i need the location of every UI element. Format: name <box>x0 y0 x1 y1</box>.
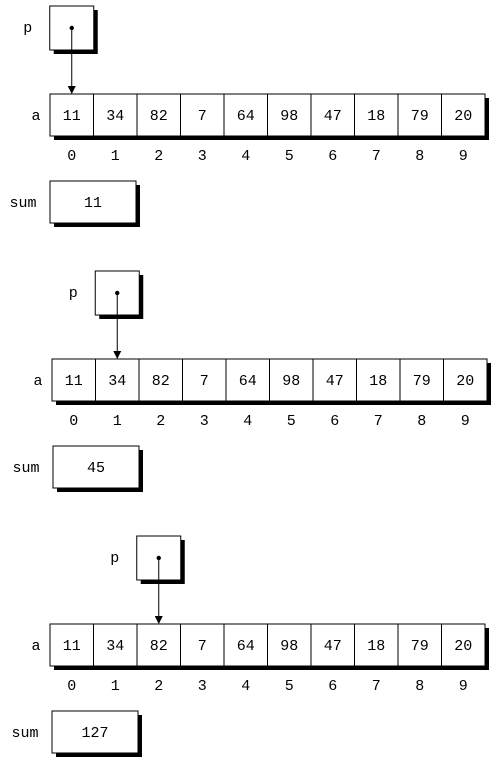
array-index-label: 6 <box>328 148 337 165</box>
sum-value: 45 <box>87 460 105 477</box>
array-index-label: 6 <box>330 413 339 430</box>
sum-label: sum <box>9 195 36 212</box>
array-index-label: 7 <box>372 148 381 165</box>
sum-box <box>52 445 140 489</box>
array-label: a <box>31 108 40 125</box>
array-cell-value: 18 <box>367 638 385 655</box>
array-index-label: 8 <box>417 413 426 430</box>
array-index-label: 9 <box>461 413 470 430</box>
array-cell <box>354 93 399 137</box>
array-index-label: 1 <box>113 413 122 430</box>
array-cell <box>180 623 225 667</box>
array-cell-value: 64 <box>237 108 255 125</box>
array-cell-value: 34 <box>108 373 126 390</box>
array-cell <box>93 623 138 667</box>
array-index-label: 2 <box>154 678 163 695</box>
array-cell <box>397 93 442 137</box>
array-cell-value: 64 <box>237 638 255 655</box>
array-index-label: 1 <box>111 678 120 695</box>
array-index-label: 9 <box>459 678 468 695</box>
array-label: a <box>31 638 40 655</box>
array-index-label: 0 <box>67 148 76 165</box>
sum-box <box>51 710 139 754</box>
array-cell <box>267 93 312 137</box>
array-cell <box>136 93 181 137</box>
array-cell-value: 79 <box>411 108 429 125</box>
array-cell <box>138 358 183 402</box>
array-index-label: 5 <box>285 678 294 695</box>
array-index-label: 0 <box>67 678 76 695</box>
array-cell <box>223 623 268 667</box>
array-cell-value: 98 <box>280 638 298 655</box>
array-cell-value: 34 <box>106 108 124 125</box>
array-cell-value: 11 <box>65 373 83 390</box>
sum-value: 127 <box>81 725 108 742</box>
array-cell <box>441 93 486 137</box>
array-cell-value: 18 <box>369 373 387 390</box>
array-cell-value: 11 <box>63 638 81 655</box>
array-cell-value: 7 <box>200 373 209 390</box>
array-cell-value: 7 <box>198 108 207 125</box>
array-cell-value: 18 <box>367 108 385 125</box>
array-index-label: 7 <box>372 678 381 695</box>
array-cell-value: 34 <box>106 638 124 655</box>
array-index-label: 5 <box>285 148 294 165</box>
array-index-label: 8 <box>415 148 424 165</box>
array-cell <box>223 93 268 137</box>
sum-label: sum <box>11 725 38 742</box>
array-index-label: 3 <box>198 148 207 165</box>
array-cell <box>180 93 225 137</box>
array-cell-value: 11 <box>63 108 81 125</box>
sum-value: 11 <box>84 195 102 212</box>
array-index-label: 2 <box>154 148 163 165</box>
array-index-label: 1 <box>111 148 120 165</box>
array-cell-value: 64 <box>239 373 257 390</box>
array-cell <box>49 93 94 137</box>
array-cell-value: 79 <box>411 638 429 655</box>
array-index-label: 9 <box>459 148 468 165</box>
array-index-label: 3 <box>200 413 209 430</box>
array-cell-value: 98 <box>280 108 298 125</box>
array-cell <box>312 358 357 402</box>
array-cell <box>93 93 138 137</box>
array-cell <box>354 623 399 667</box>
array-index-label: 8 <box>415 678 424 695</box>
array-cell <box>443 358 488 402</box>
array-index-label: 0 <box>69 413 78 430</box>
array-cell-value: 47 <box>326 373 344 390</box>
array-cell-value: 7 <box>198 638 207 655</box>
array-index-label: 4 <box>243 413 252 430</box>
array-cell-value: 20 <box>454 108 472 125</box>
array-index-label: 6 <box>328 678 337 695</box>
sum-box <box>49 180 137 224</box>
array-cell-value: 47 <box>324 108 342 125</box>
array-cell-value: 82 <box>150 108 168 125</box>
pointer-label: p <box>69 285 78 302</box>
array-index-label: 2 <box>156 413 165 430</box>
array-cell-value: 79 <box>413 373 431 390</box>
array-index-label: 4 <box>241 148 250 165</box>
array-cell-value: 20 <box>454 638 472 655</box>
array-cell <box>441 623 486 667</box>
array-cell-value: 82 <box>150 638 168 655</box>
array-cell-value: 47 <box>324 638 342 655</box>
array-label: a <box>33 373 42 390</box>
array-cell-value: 20 <box>456 373 474 390</box>
pointer-label: p <box>110 550 119 567</box>
sum-label: sum <box>12 460 39 477</box>
pointer-label: p <box>23 20 32 37</box>
array-index-label: 3 <box>198 678 207 695</box>
array-cell <box>182 358 227 402</box>
array-index-label: 5 <box>287 413 296 430</box>
array-cell <box>267 623 312 667</box>
array-index-label: 7 <box>374 413 383 430</box>
array-cell <box>399 358 444 402</box>
array-cell-value: 82 <box>152 373 170 390</box>
array-index-label: 4 <box>241 678 250 695</box>
array-cell-value: 98 <box>282 373 300 390</box>
